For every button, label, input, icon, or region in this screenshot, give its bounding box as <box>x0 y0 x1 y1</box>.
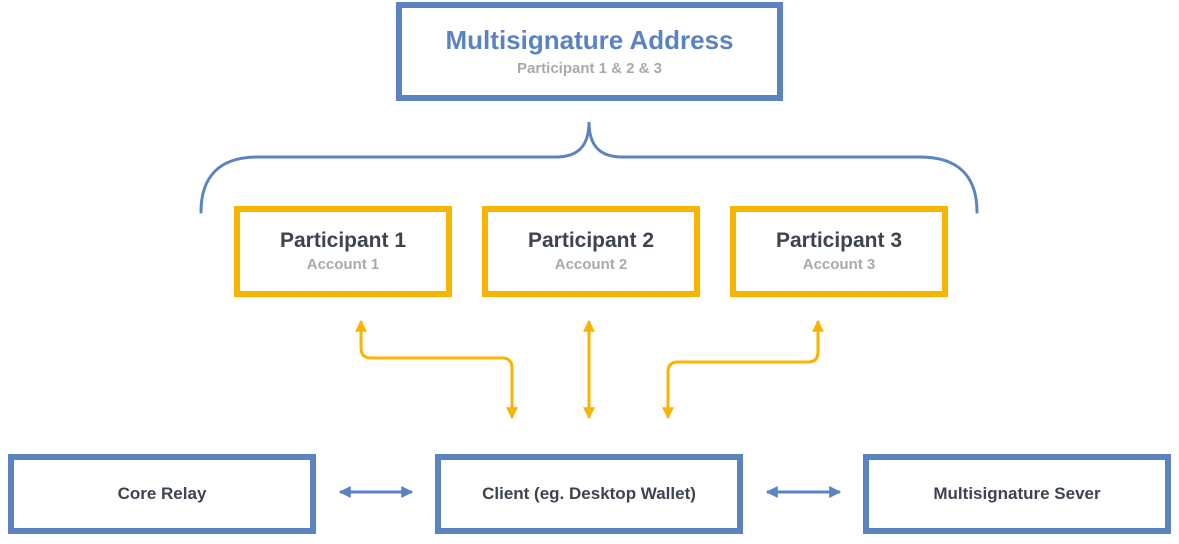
participant-1-account: Account 1 <box>306 255 380 273</box>
multisig-address-box: Multisignature Address Participant 1 & 2… <box>396 2 783 101</box>
participant-2-box: Participant 2 Account 2 <box>482 206 700 297</box>
multisig-server-label: Multisignature Sever <box>933 484 1101 503</box>
arrow-participant1-client <box>355 319 518 420</box>
participant-1-box: Participant 1 Account 1 <box>234 206 452 297</box>
participant-3-box: Participant 3 Account 3 <box>730 206 948 297</box>
participant-2-title: Participant 2 <box>527 228 655 252</box>
client-label: Client (eg. Desktop Wallet) <box>482 484 696 503</box>
multisig-address-title: Multisignature Address <box>445 24 734 55</box>
participant-3-title: Participant 3 <box>775 228 903 252</box>
participant-2-account: Account 2 <box>554 255 628 273</box>
multisig-address-subtitle: Participant 1 & 2 & 3 <box>516 59 663 77</box>
arrow-participant3-client <box>662 319 824 420</box>
core-relay-label: Core Relay <box>117 484 207 503</box>
participant-3-account: Account 3 <box>802 255 876 273</box>
client-box: Client (eg. Desktop Wallet) <box>435 454 743 534</box>
participant-1-title: Participant 1 <box>279 228 407 252</box>
core-relay-box: Core Relay <box>8 454 316 534</box>
multisig-server-box: Multisignature Sever <box>863 454 1171 534</box>
grouping-brace <box>199 121 979 214</box>
